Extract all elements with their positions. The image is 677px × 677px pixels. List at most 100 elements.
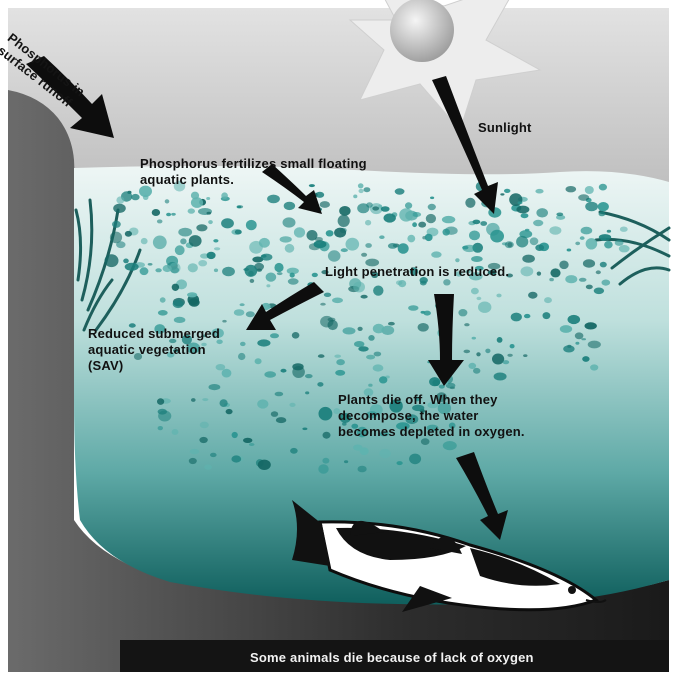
plankton-blob	[344, 460, 348, 463]
plankton-blob	[158, 426, 163, 430]
plankton-blob	[334, 228, 346, 238]
plankton-blob	[204, 465, 212, 470]
plankton-blob	[314, 240, 327, 248]
plankton-blob	[418, 222, 426, 228]
plankton-blob	[339, 206, 350, 216]
plankton-blob	[537, 272, 541, 276]
plankton-blob	[235, 230, 242, 235]
plankton-blob	[507, 354, 512, 357]
plankton-blob	[379, 376, 387, 383]
plankton-blob	[180, 238, 186, 244]
plankton-blob	[599, 234, 611, 240]
plankton-blob	[214, 247, 220, 250]
plankton-blob	[155, 268, 161, 272]
plankton-blob	[152, 209, 160, 216]
plankton-blob	[198, 260, 207, 266]
plankton-blob	[492, 354, 504, 365]
label-animals-die: Some animals die because of lack of oxyg…	[250, 650, 534, 666]
plankton-blob	[600, 262, 607, 268]
plankton-blob	[334, 355, 341, 358]
plankton-blob	[221, 192, 228, 199]
plankton-blob	[432, 380, 440, 386]
plankton-blob	[586, 285, 593, 290]
plankton-blob	[307, 230, 318, 241]
plankton-blob	[579, 278, 587, 282]
plankton-blob	[341, 248, 348, 252]
label-light-reduced: Light penetration is reduced.	[325, 264, 509, 280]
plankton-blob	[274, 263, 283, 272]
plankton-blob	[464, 350, 471, 354]
plankton-blob	[258, 460, 271, 470]
plankton-blob	[305, 374, 313, 378]
plankton-blob	[290, 273, 295, 278]
plankton-blob	[163, 265, 172, 272]
plankton-blob	[172, 429, 179, 435]
plankton-blob	[500, 193, 504, 195]
label-plants-decompose: Plants die off. When they decompose, the…	[338, 392, 598, 440]
plankton-blob	[373, 286, 383, 296]
plankton-blob	[172, 284, 179, 291]
plankton-blob	[368, 335, 374, 341]
plankton-blob	[405, 202, 412, 209]
plankton-blob	[619, 245, 630, 252]
plankton-blob	[407, 235, 415, 243]
plankton-blob	[207, 212, 212, 215]
plankton-blob	[442, 216, 455, 223]
plankton-blob	[497, 337, 503, 343]
plankton-blob	[243, 438, 252, 443]
plankton-blob	[222, 267, 235, 277]
plankton-blob	[585, 186, 594, 194]
plankton-blob	[585, 202, 598, 211]
plankton-blob	[462, 246, 468, 250]
plankton-blob	[560, 325, 572, 333]
plankton-blob	[549, 278, 554, 281]
plankton-blob	[322, 458, 329, 464]
plankton-blob	[318, 354, 325, 358]
plankton-blob	[240, 303, 245, 306]
plankton-blob	[275, 392, 284, 397]
plankton-blob	[191, 197, 203, 208]
plankton-blob	[280, 236, 292, 242]
plankton-blob	[556, 213, 563, 217]
plankton-blob	[245, 265, 258, 277]
plankton-blob	[326, 230, 334, 236]
plankton-blob	[590, 364, 598, 370]
plankton-blob	[358, 327, 363, 331]
plankton-blob	[583, 259, 595, 267]
plankton-blob	[582, 356, 589, 362]
plankton-blob	[426, 214, 436, 223]
plankton-blob	[226, 409, 233, 414]
plankton-blob	[210, 453, 217, 457]
plankton-blob	[424, 311, 431, 316]
plankton-blob	[599, 212, 606, 217]
plankton-blob	[536, 208, 548, 217]
plankton-blob	[455, 258, 459, 262]
plankton-blob	[361, 253, 367, 257]
plankton-blob	[575, 242, 580, 246]
plankton-blob	[615, 240, 624, 246]
plankton-blob	[602, 280, 611, 286]
plankton-blob	[317, 382, 323, 387]
plankton-blob	[443, 229, 450, 236]
plankton-blob	[510, 344, 515, 348]
plankton-blob	[478, 302, 491, 313]
plankton-blob	[594, 288, 604, 295]
plankton-blob	[189, 235, 202, 247]
plankton-blob	[578, 194, 589, 201]
plankton-blob	[220, 399, 228, 407]
plankton-blob	[494, 373, 507, 381]
plankton-blob	[141, 238, 148, 244]
plankton-blob	[289, 403, 295, 407]
plankton-blob	[588, 341, 601, 349]
plankton-blob	[472, 337, 476, 340]
plankton-blob	[543, 312, 551, 319]
plankton-blob	[504, 189, 510, 193]
plankton-blob	[318, 464, 328, 473]
plankton-blob	[123, 259, 129, 264]
plankton-blob	[202, 398, 208, 401]
plankton-blob	[598, 202, 609, 211]
plankton-blob	[511, 313, 522, 322]
plankton-blob	[373, 324, 385, 334]
plankton-blob	[418, 323, 429, 332]
